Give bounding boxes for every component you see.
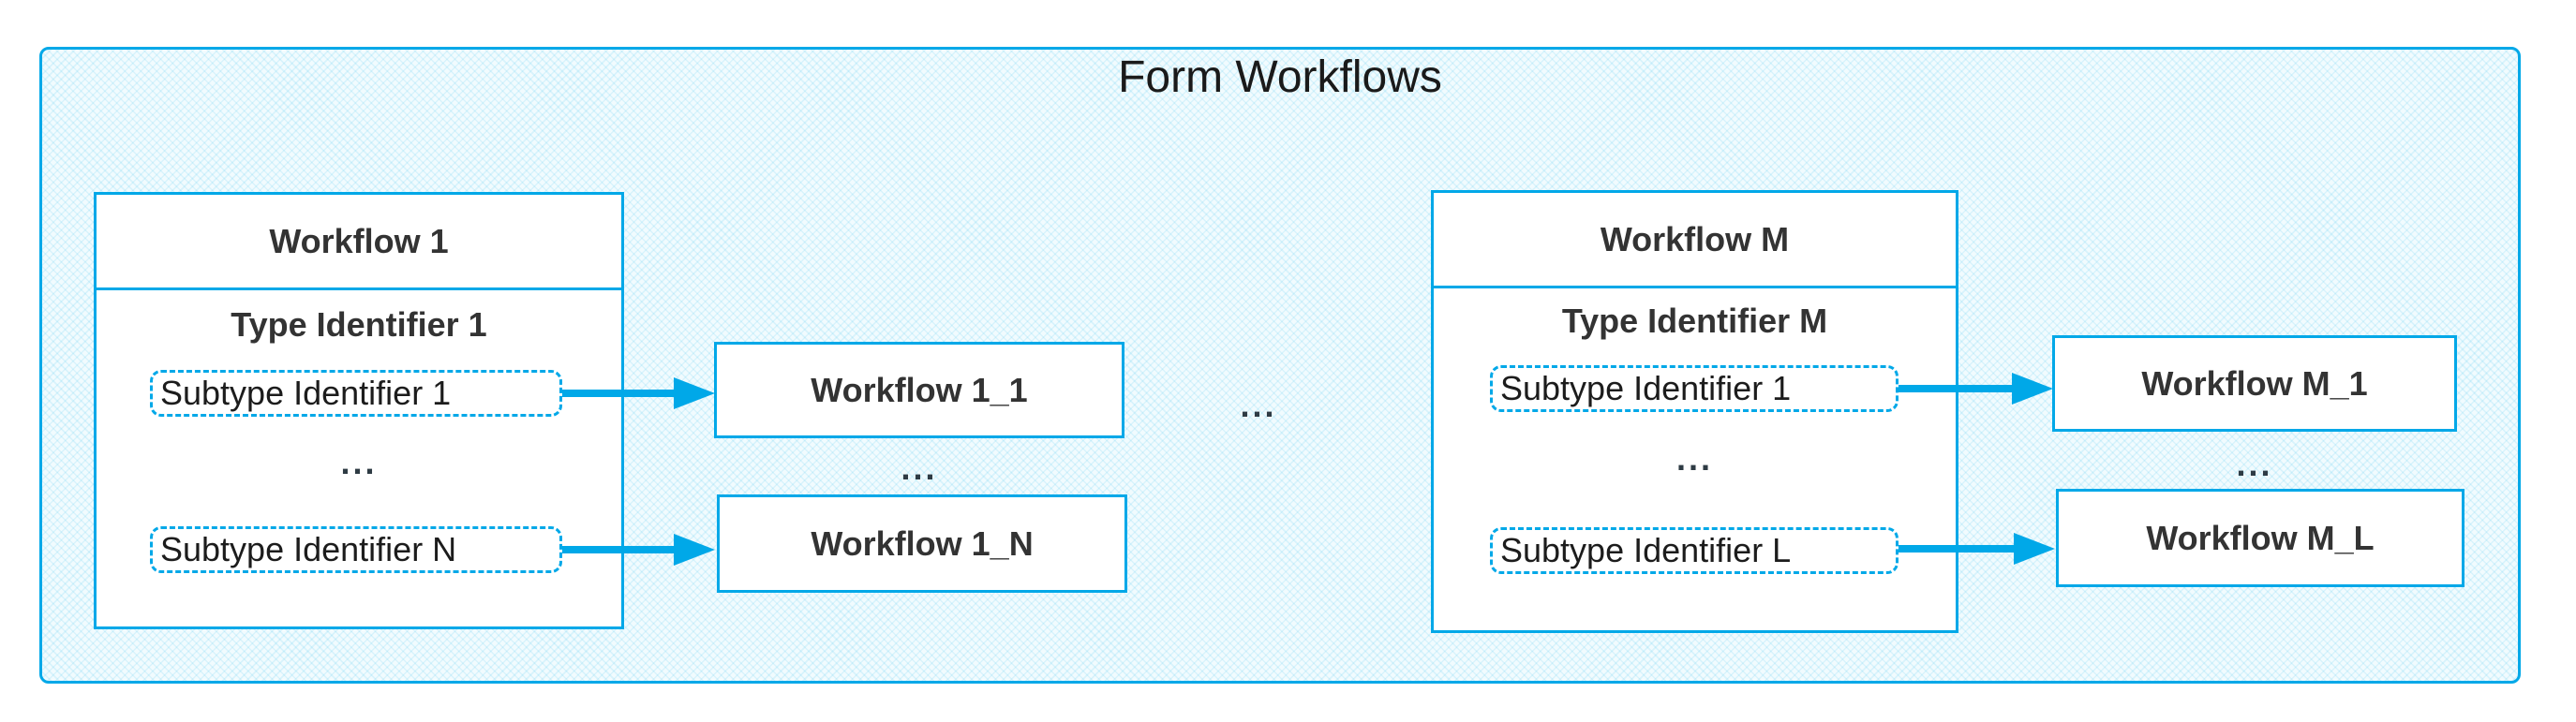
subtype-identifier-1-box: Subtype Identifier 1 — [150, 370, 562, 417]
workflow-m-box: Workflow M Type Identifier M Subtype Ide… — [1431, 190, 1958, 633]
workflow-1-box: Workflow 1 Type Identifier 1 Subtype Ide… — [94, 192, 624, 629]
arrow-m-1-line — [1898, 385, 2013, 392]
arrow-m-1-head-icon — [2012, 373, 2053, 405]
workflow-m-subtypes-ellipsis: ... — [1675, 439, 1713, 478]
subtype-identifier-m1-box: Subtype Identifier 1 — [1490, 365, 1898, 412]
arrow-m-l-line — [1898, 545, 2015, 553]
arrow-1-n-head-icon — [674, 534, 715, 566]
workflow-m-l-box: Workflow M_L — [2056, 489, 2464, 587]
arrow-1-n-line — [562, 546, 677, 553]
subtype-identifier-l-label: Subtype Identifier L — [1500, 531, 1792, 569]
arrow-m-l-head-icon — [2014, 533, 2055, 565]
workflow-1-targets-ellipsis: ... — [901, 449, 938, 487]
subtype-identifier-1-label: Subtype Identifier 1 — [160, 374, 452, 412]
workflow-1-title: Workflow 1 — [97, 195, 621, 290]
workflow-m-targets-ellipsis: ... — [2236, 445, 2273, 483]
subtype-identifier-n-label: Subtype Identifier N — [160, 530, 457, 568]
type-identifier-1-label: Type Identifier 1 — [231, 305, 487, 344]
type-identifier-m-label: Type Identifier M — [1561, 302, 1828, 340]
subtype-identifier-l-box: Subtype Identifier L — [1490, 527, 1898, 574]
workflow-m-title: Workflow M — [1434, 193, 1956, 288]
subtype-identifier-m1-label: Subtype Identifier 1 — [1500, 369, 1792, 407]
workflow-1-n-box: Workflow 1_N — [717, 494, 1127, 593]
workflow-1-1-box: Workflow 1_1 — [714, 342, 1124, 438]
arrow-1-1-line — [562, 390, 677, 397]
diagram-title: Form Workflows — [1118, 52, 1442, 102]
arrow-1-1-head-icon — [674, 377, 715, 409]
workflow-1-subtypes-ellipsis: ... — [340, 443, 378, 481]
subtype-identifier-n-box: Subtype Identifier N — [150, 526, 562, 573]
groups-ellipsis: ... — [1240, 386, 1277, 424]
workflow-m-1-box: Workflow M_1 — [2052, 335, 2457, 432]
